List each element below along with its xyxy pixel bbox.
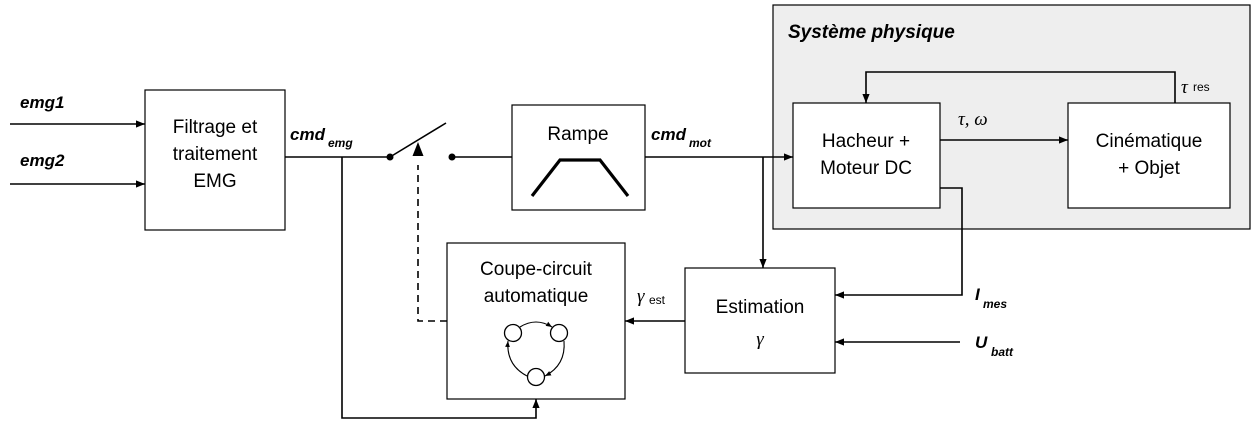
i-mes-main: I bbox=[975, 285, 981, 304]
hacheur-line-1: Hacheur + bbox=[822, 131, 910, 152]
switch-control-line bbox=[417, 165, 447, 322]
tau-res-main: τ bbox=[1181, 77, 1189, 98]
estimation-box bbox=[684, 267, 836, 374]
input-emg1: emg1 bbox=[10, 93, 145, 128]
physical-system-title: Système physique bbox=[788, 22, 955, 43]
cmd-mot-main: cmd bbox=[651, 125, 687, 144]
rampe-block: Rampe bbox=[511, 104, 646, 211]
state-machine-icon bbox=[503, 321, 569, 387]
cmd-emg-branch-arrow bbox=[341, 157, 540, 419]
i-mes-arrow bbox=[835, 187, 963, 299]
u-batt-label: U batt bbox=[975, 333, 1014, 359]
gamma-est-sub: est bbox=[649, 293, 666, 307]
i-mes-sub: mes bbox=[983, 297, 1007, 311]
switch-blade bbox=[389, 122, 447, 158]
cinematique-line-1: Cinématique bbox=[1096, 131, 1203, 152]
cmd-emg-sub: emg bbox=[328, 136, 353, 150]
hacheur-box bbox=[792, 102, 941, 209]
rampe-label: Rampe bbox=[547, 124, 608, 145]
coupe-circuit-line-1: Coupe-circuit bbox=[480, 259, 593, 280]
filtrage-box bbox=[144, 89, 286, 231]
tau-res-feedback-arrow bbox=[862, 71, 1176, 103]
filtrage-line-1: Filtrage et bbox=[173, 117, 258, 138]
cmd-mot-sub: mot bbox=[689, 136, 712, 150]
cinematique-line-2: + Objet bbox=[1118, 158, 1181, 179]
switch-control-arrowhead bbox=[412, 142, 424, 156]
u-batt-main: U bbox=[975, 333, 988, 352]
cinematique-block: Cinématique + Objet bbox=[1067, 102, 1231, 209]
estimation-block: Estimation γ bbox=[684, 267, 836, 374]
gamma-est-main: γ bbox=[637, 286, 645, 307]
filtrage-block: Filtrage et traitement EMG bbox=[144, 89, 286, 231]
estimation-label: Estimation bbox=[716, 297, 805, 318]
coupe-circuit-line-2: automatique bbox=[484, 286, 589, 307]
cmd-emg-main: cmd bbox=[290, 125, 326, 144]
filtrage-line-2: traitement bbox=[173, 144, 258, 165]
hacheur-block: Hacheur + Moteur DC bbox=[792, 102, 941, 209]
filtrage-line-3: EMG bbox=[193, 171, 236, 192]
ramp-icon bbox=[530, 158, 630, 197]
gamma-est-label: γ est bbox=[637, 286, 666, 307]
tau-omega-label: τ, ω bbox=[958, 109, 988, 130]
cmd-mot-label: cmd mot bbox=[651, 125, 712, 150]
estimation-gamma: γ bbox=[756, 329, 764, 350]
hacheur-line-2: Moteur DC bbox=[820, 158, 912, 179]
input-emg2: emg2 bbox=[10, 151, 145, 188]
u-batt-sub: batt bbox=[991, 345, 1014, 359]
cmd-emg-label: cmd emg bbox=[290, 125, 353, 150]
i-mes-label: I mes bbox=[975, 285, 1007, 311]
tau-res-sub: res bbox=[1193, 80, 1210, 94]
coupe-circuit-block: Coupe-circuit automatique bbox=[446, 242, 626, 400]
cinematique-box bbox=[1067, 102, 1231, 209]
emg1-label: emg1 bbox=[20, 93, 64, 112]
tau-res-label: τ res bbox=[1181, 77, 1210, 98]
emg2-label: emg2 bbox=[20, 151, 65, 170]
